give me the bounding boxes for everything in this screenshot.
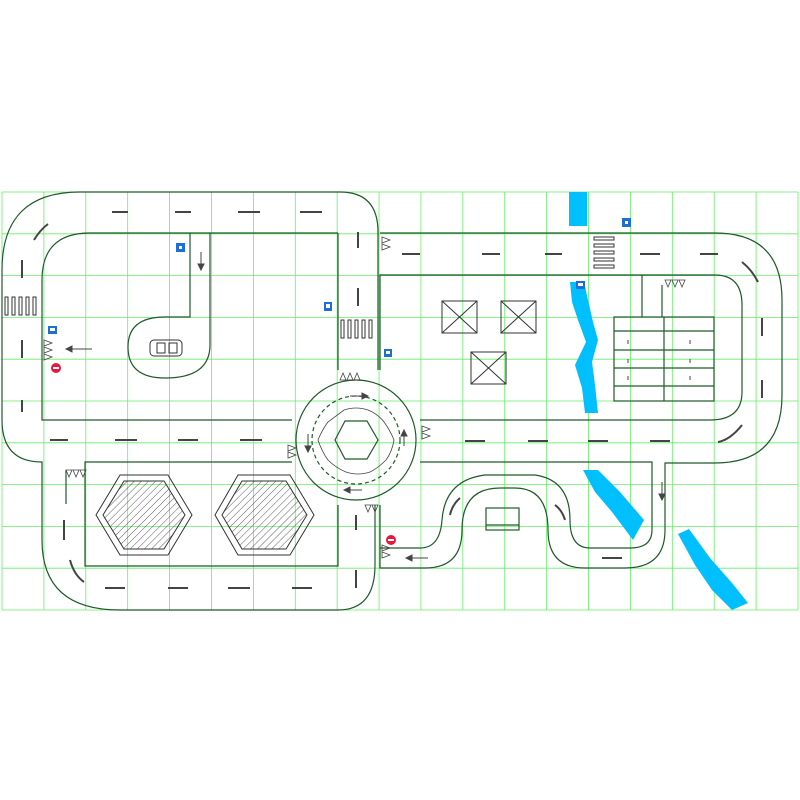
crosswalk-center (340, 319, 373, 339)
arrow-down-icon (197, 252, 205, 272)
building-hex-1 (95, 474, 193, 556)
crosswalk-top-right (593, 236, 615, 269)
roundabout-hexagon (334, 420, 379, 460)
lane-markings (21, 211, 763, 589)
roundabout-outer (295, 379, 417, 501)
yield-triangles-icon (65, 469, 87, 479)
river-segment-middle (570, 282, 598, 413)
river-segment-top (569, 192, 587, 226)
info-sign-icon (576, 281, 585, 289)
roundabout-inner (311, 395, 401, 485)
info-sign-icon (176, 243, 185, 252)
river (569, 192, 748, 610)
building-square-3 (470, 351, 507, 385)
right-block-inner (379, 274, 743, 421)
yield-triangles-icon (381, 544, 392, 559)
yield-triangles-icon (664, 279, 686, 289)
traffic-signs (48, 218, 631, 545)
outer-road-left-edge (1, 191, 376, 611)
building-hex-2 (214, 474, 315, 556)
river-segment-lower (583, 470, 644, 540)
arrow-left-icon (64, 345, 92, 353)
stop-sign-icon (386, 535, 396, 545)
yield-triangles-icon (364, 504, 379, 514)
square-buildings (441, 300, 537, 385)
yield-triangles-icon (421, 425, 432, 440)
arrow-left-icon (404, 554, 428, 562)
info-sign-icon (384, 349, 392, 357)
info-sign-icon (622, 218, 631, 227)
road-network (1, 191, 783, 611)
crosswalks (4, 236, 615, 339)
arrow-down-icon (658, 482, 666, 502)
upper-left-block (127, 233, 211, 379)
right-block-top (379, 232, 783, 569)
river-segment-bottom (678, 529, 748, 610)
yield-triangles-icon (339, 371, 361, 381)
arrow-down-icon (304, 434, 312, 454)
parking-slot-marks (627, 340, 691, 380)
info-sign-icon (324, 302, 332, 311)
outer-road-left-inner (41, 232, 338, 421)
roundabout-plants (317, 407, 395, 475)
hex-buildings (95, 474, 315, 556)
outer-road-left-top-right (339, 191, 379, 370)
yield-markings (43, 236, 686, 559)
arrow-left-icon (342, 486, 362, 494)
arrow-up-icon (400, 428, 408, 446)
info-sign-icon (48, 326, 57, 334)
building-square-1 (441, 300, 478, 334)
stop-sign-icon (51, 363, 61, 373)
crosswalk-left (4, 296, 37, 316)
arrow-right-icon (350, 392, 370, 400)
garage (485, 507, 520, 531)
yield-triangles-icon (43, 339, 54, 361)
yield-triangles-icon (287, 444, 298, 459)
car-icon (149, 339, 183, 357)
lower-left-block (84, 461, 339, 567)
right-block-lower (380, 461, 653, 549)
yield-triangles-icon (381, 236, 392, 251)
direction-arrows (64, 252, 666, 562)
building-square-2 (500, 300, 537, 334)
